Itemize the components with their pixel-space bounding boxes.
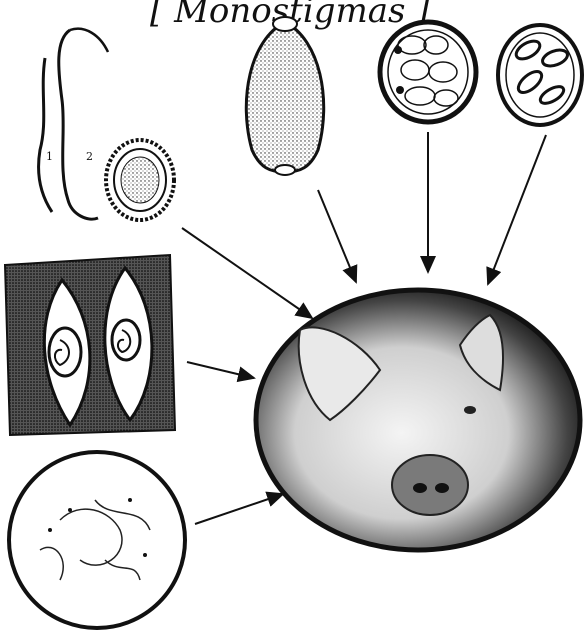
- egg-with-cells-icon: [380, 22, 476, 122]
- arrow-muscle: [187, 362, 254, 378]
- egg-with-larvae-icon: [498, 25, 582, 125]
- specimen-number-1: 1: [46, 150, 53, 163]
- adult-worms-icon: 1 2: [39, 29, 108, 219]
- arrow-microscope: [195, 494, 283, 524]
- arrow-round-egg: [182, 228, 312, 318]
- oval-egg-icon: [246, 17, 323, 175]
- arrow-egg-larvae: [488, 135, 546, 284]
- round-egg-icon: [106, 140, 174, 220]
- pig-icon: [256, 290, 580, 550]
- arrow-oval-egg: [318, 190, 356, 282]
- specimen-number-2: 2: [86, 150, 93, 163]
- microscope-icon: [9, 452, 185, 628]
- muscle-larvae-icon: [5, 255, 175, 435]
